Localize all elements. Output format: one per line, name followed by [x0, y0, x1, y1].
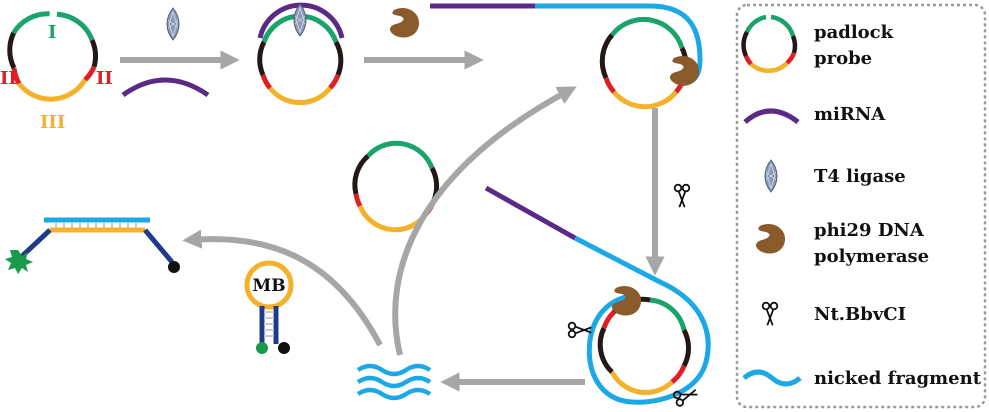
region-3-label: III	[40, 112, 65, 133]
arrow-step-5	[182, 229, 383, 347]
nicked-fragments	[356, 363, 432, 401]
padlock-probe-hybridized	[257, 2, 345, 106]
padlock-probe-nicking	[484, 185, 711, 408]
region-1-label: I	[48, 22, 56, 43]
legend-phi29-line1: phi29 DNA	[814, 220, 925, 241]
region-2-right-label: II	[96, 68, 113, 89]
legend-fragment-label: nicked fragment	[814, 368, 982, 389]
mirna-strand	[121, 77, 210, 98]
t4-ligase-icon	[166, 7, 180, 41]
opened-beacon-hybrid	[5, 217, 180, 274]
padlock-probe-initial: I II II III	[0, 11, 113, 133]
legend-scissors-icon	[761, 301, 779, 327]
legend-mirna-label: miRNA	[814, 104, 886, 125]
region-2-left-label: II	[0, 68, 17, 89]
legend-nicking-label: Nt.BbvCI	[814, 304, 906, 325]
legend-padlock-line1: padlock	[814, 22, 894, 43]
legend-phi29-line2: polymerase	[814, 246, 929, 267]
legend-padlock-probe-icon	[741, 14, 798, 73]
legend-ligase-label: T4 ligase	[814, 166, 906, 187]
legend: padlock probe miRNA T4 ligase phi29 DNA …	[735, 3, 987, 409]
legend-t4-ligase-icon	[764, 159, 778, 193]
mb-label: MB	[252, 276, 285, 296]
legend-padlock-line2: probe	[814, 48, 872, 69]
legend-mirna-icon	[743, 108, 800, 125]
padlock-probe-rca	[430, 3, 703, 110]
legend-nicked-fragment-icon	[742, 369, 802, 387]
phi29-polymerase-icon	[390, 7, 420, 38]
arrow-recycle	[392, 86, 577, 356]
molecular-beacon: MB	[244, 260, 294, 354]
scissors-icon	[673, 183, 691, 209]
legend-phi29-icon	[756, 223, 786, 254]
